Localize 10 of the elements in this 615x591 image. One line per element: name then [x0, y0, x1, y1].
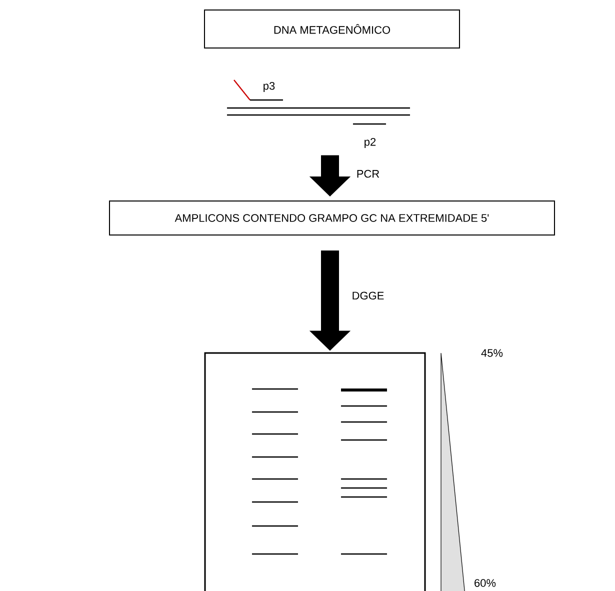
primer-label: p2 — [364, 138, 376, 148]
percent-label: 45% — [481, 349, 503, 357]
primer-label: p3 — [264, 82, 275, 92]
dna-strands-drawing — [227, 80, 410, 125]
text-box: AMPLICONS CONTENDO GRAMPO GC NA EXTREMIDADE 5' — [109, 200, 555, 236]
gel-drawing — [204, 352, 426, 591]
percent-label: 60% — [474, 579, 496, 587]
edge-label: PCR — [357, 170, 380, 178]
text-box: DNA METAGENÔMICO — [204, 10, 460, 48]
edge-label: DGGE — [352, 292, 384, 300]
